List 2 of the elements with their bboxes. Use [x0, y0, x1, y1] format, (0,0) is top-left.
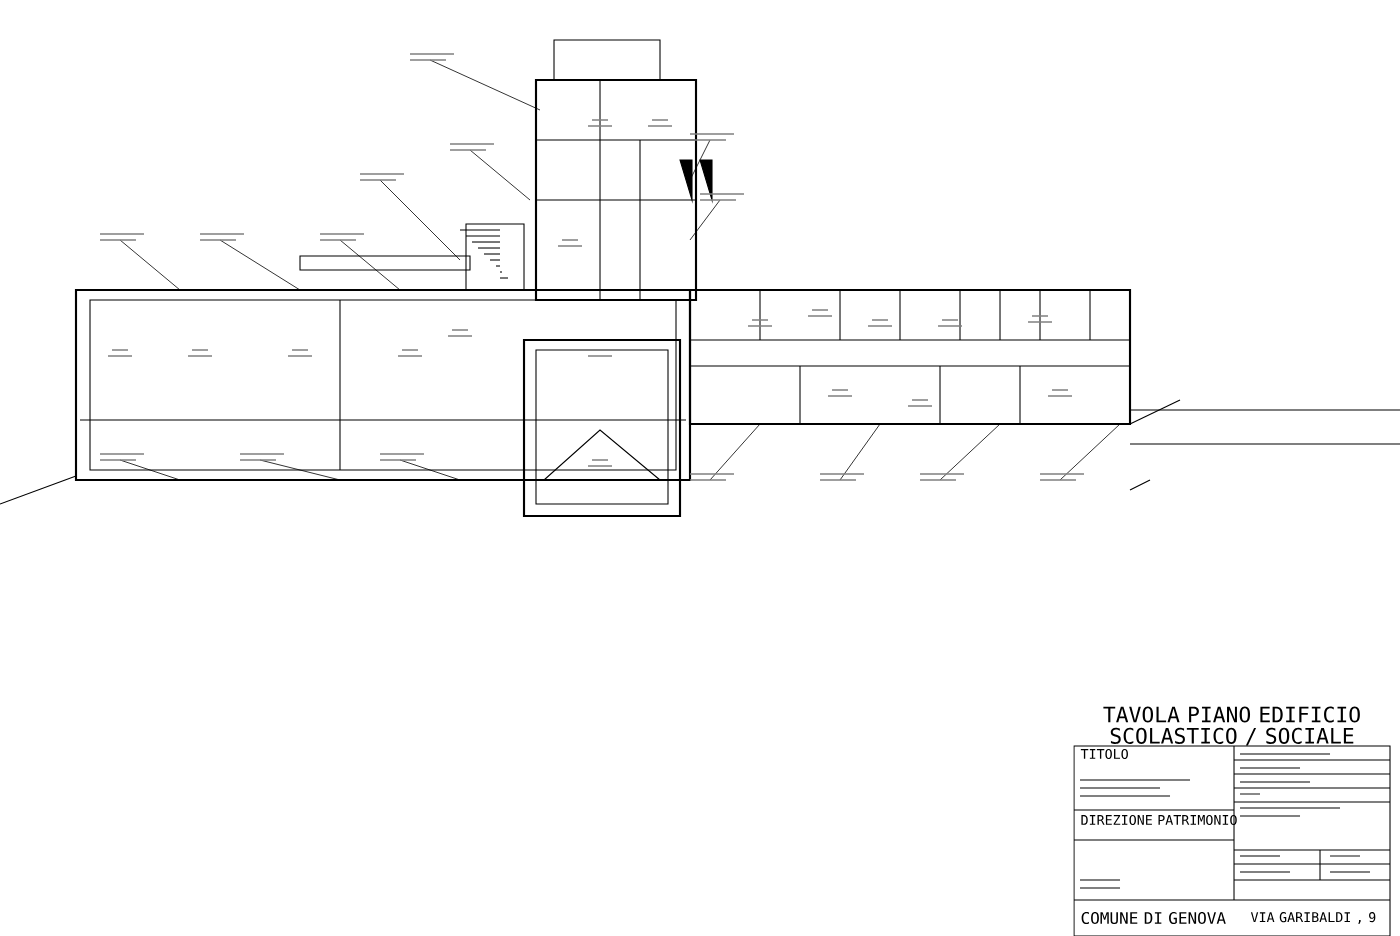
- label: COMUNE DI GENOVA: [1081, 911, 1226, 925]
- title: TAVOLA PIANO EDIFICIO SCOLASTICO / SOCIALE: [1103, 706, 1360, 746]
